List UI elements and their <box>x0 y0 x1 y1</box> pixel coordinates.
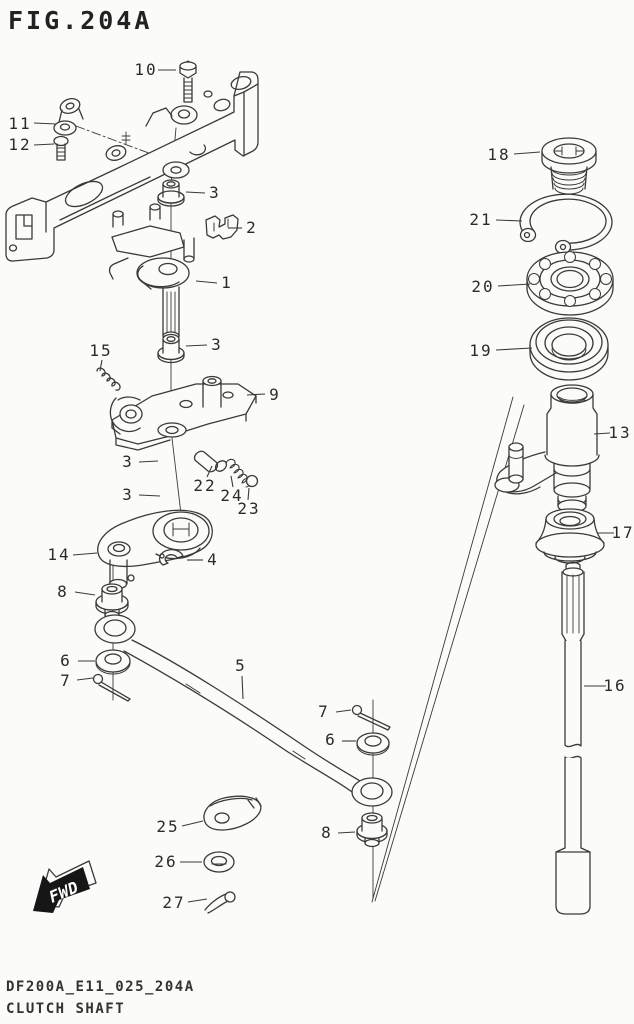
callout-12-label: 12 <box>8 135 31 154</box>
callout-16-label: 16 <box>603 676 626 695</box>
part-3-bushing-upper <box>157 179 185 207</box>
part-18-screw-plug <box>541 137 597 195</box>
callout-5-label: 5 <box>235 656 247 675</box>
part-3-bushing-mid <box>157 333 185 364</box>
figure-title: FIG.204A <box>8 6 153 35</box>
callout-24-label: 24 <box>220 486 243 505</box>
fwd-arrow-icon <box>33 867 90 913</box>
callout-13-label: 13 <box>608 423 631 442</box>
callout-labels: 10 11 12 3 2 1 3 15 9 3 3 22 24 23 14 4 … <box>8 60 634 912</box>
callout-25-label: 25 <box>156 817 179 836</box>
part-21-snap-ring <box>519 193 613 255</box>
part-5-connecting-rod <box>94 614 393 807</box>
callout-8-label-1: 8 <box>57 582 69 601</box>
callout-27-label: 27 <box>162 893 185 912</box>
callout-1-label: 1 <box>221 273 233 292</box>
callout-26-label: 26 <box>154 852 177 871</box>
part-8-bushing-upper <box>95 583 129 620</box>
steering-bracket <box>5 71 259 262</box>
part-19-oil-seal <box>529 317 609 381</box>
figure-footer: DF200A_E11_025_204A CLUTCH SHAFT <box>6 976 195 1020</box>
part-15-detent-spring <box>96 367 121 391</box>
callout-4-label: 4 <box>207 550 219 569</box>
part-10-bolt <box>179 60 197 103</box>
callout-7-label-2: 7 <box>318 702 330 721</box>
callout-22-label: 22 <box>193 476 216 495</box>
part-17-boot-seal <box>535 508 605 564</box>
callout-20-label: 20 <box>471 277 494 296</box>
callout-17-label: 17 <box>611 523 634 542</box>
part-11-washer-bracket <box>53 98 84 136</box>
part-13-clutch-shaft-housing <box>494 384 600 513</box>
part-7-cotter-pin-left <box>92 673 131 702</box>
callout-3-label-3: 3 <box>122 452 134 471</box>
part-2-clamp <box>205 214 239 240</box>
part-6-washer-right <box>356 732 390 756</box>
leader-lines <box>33 69 614 903</box>
part-27-cotter-pin <box>204 891 236 914</box>
part-23-ball <box>245 474 259 488</box>
callout-21-label: 21 <box>469 210 492 229</box>
part-4-e-clip <box>158 549 184 566</box>
figure-code: DF200A_E11_025_204A <box>6 979 195 995</box>
callout-3-label-2: 3 <box>211 335 223 354</box>
part-20-ball-bearing <box>526 251 614 316</box>
callout-15-label: 15 <box>89 341 112 360</box>
part-1-clutch-arm <box>108 203 195 341</box>
part-9-bracket-plate <box>109 375 257 451</box>
fwd-direction-arrow: FWD <box>33 860 97 913</box>
callout-19-label: 19 <box>469 341 492 360</box>
part-25-cam <box>203 795 262 831</box>
part-8-bushing-lower <box>356 812 388 848</box>
part-6-washer-left <box>95 649 131 675</box>
callout-8-label-2: 8 <box>321 823 333 842</box>
callout-6-label-1: 6 <box>60 651 72 670</box>
callout-10-label: 10 <box>134 60 157 79</box>
callout-9-label: 9 <box>269 385 281 404</box>
callout-14-label: 14 <box>47 545 70 564</box>
callout-11-label: 11 <box>8 114 31 133</box>
figure-caption: CLUTCH SHAFT <box>6 1001 126 1017</box>
callout-7-label-1: 7 <box>60 671 72 690</box>
part-24-spring <box>225 458 252 488</box>
callout-2-label: 2 <box>246 218 258 237</box>
callout-3-label-1: 3 <box>209 183 221 202</box>
callout-23-label: 23 <box>237 499 260 518</box>
part-14-clutch-lever <box>97 509 213 590</box>
part-22-roller <box>193 450 228 473</box>
callout-18-label: 18 <box>487 145 510 164</box>
part-26-washer <box>203 851 235 873</box>
callout-3-label-4: 3 <box>122 485 134 504</box>
part-7-cotter-pin-right <box>351 704 391 731</box>
part-16-clutch-shaft <box>555 561 591 915</box>
callout-6-label-2: 6 <box>325 730 337 749</box>
part-12-bolt <box>53 135 69 161</box>
